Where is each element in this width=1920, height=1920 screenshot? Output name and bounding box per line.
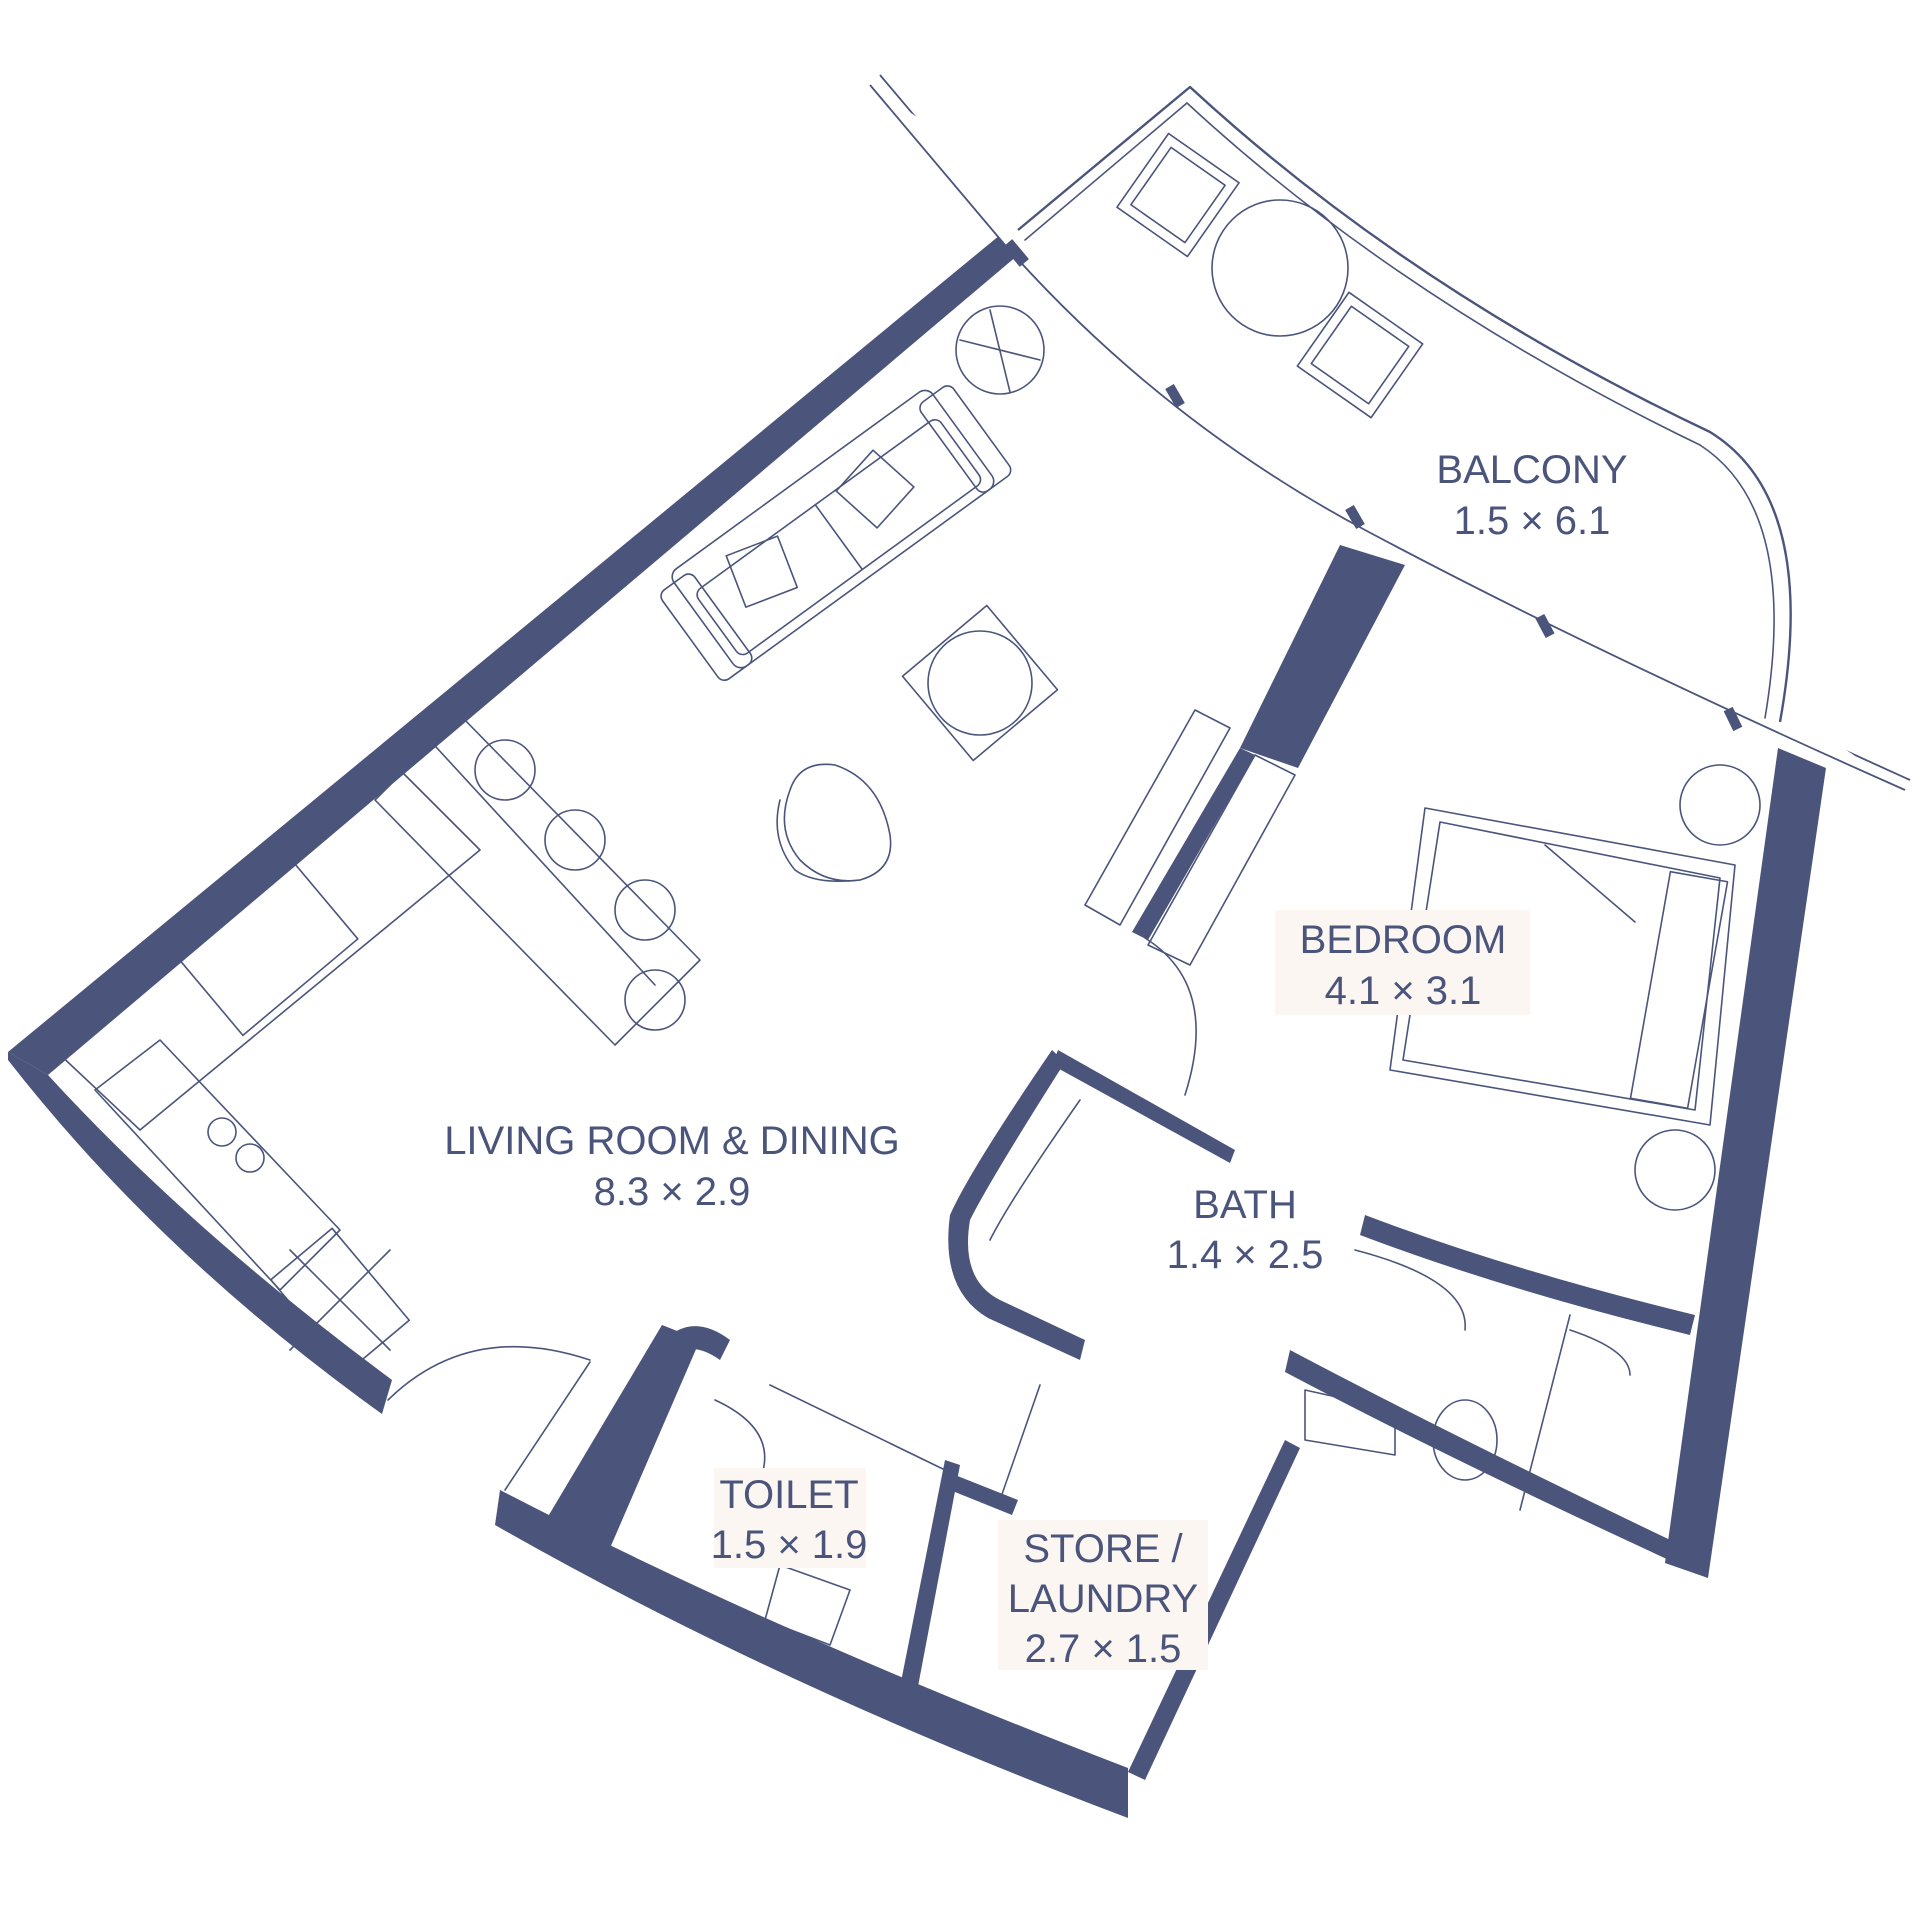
wall-bedroom-partition-low [1132, 748, 1255, 940]
wardrobe [1147, 754, 1296, 966]
mullion [1535, 613, 1555, 639]
wall-northwest [8, 235, 1018, 1075]
stool [474, 739, 536, 801]
stool [624, 969, 686, 1031]
bath-partition [1519, 1314, 1571, 1511]
kitchen-counter [54, 769, 481, 1131]
mullion [1003, 239, 1029, 267]
bedroom-label: BEDROOM [1300, 918, 1507, 962]
balcony-dims: 1.5 × 6.1 [1454, 499, 1611, 543]
balcony-chair-2 [1296, 291, 1424, 419]
wall-bath-south [1285, 1350, 1708, 1578]
coffee-table [901, 604, 1059, 762]
balcony-label: BALCONY [1436, 448, 1627, 492]
stool [544, 809, 606, 871]
balcony-railing [1017, 85, 1792, 723]
toilet-bowl [1432, 1399, 1498, 1481]
store-label-bg [998, 1520, 1208, 1670]
bedroom-label-bg [1275, 910, 1530, 1015]
pillows [1629, 870, 1729, 1110]
wardrobe [1084, 709, 1231, 926]
balcony-glass-line-inner [869, 84, 1906, 791]
toilet-label-bg [714, 1468, 866, 1568]
wall-bath-north [1052, 1050, 1235, 1163]
mullion [1723, 706, 1743, 732]
entry-door-swing [387, 1345, 591, 1401]
toilet-dims: 1.5 × 1.9 [711, 1523, 868, 1567]
exterior-walls [8, 235, 1826, 1818]
wall-bath-bedroom [1360, 1215, 1695, 1335]
bedroom-door-swing [1144, 937, 1197, 1096]
stool [614, 879, 676, 941]
wall-bath-west [948, 1050, 1085, 1360]
wall-toilet-store [895, 1460, 960, 1718]
sink [171, 853, 359, 1037]
toilet-vanity [764, 1564, 851, 1646]
balcony-table [1211, 199, 1349, 337]
living-dims: 8.3 × 2.9 [594, 1170, 751, 1214]
store-label-2: LAUNDRY [1008, 1577, 1198, 1621]
balcony-chair-1 [1116, 132, 1240, 258]
balcony-furniture [1116, 132, 1424, 419]
fridge [269, 1227, 411, 1373]
toilet-label: TOILET [719, 1473, 858, 1517]
balcony-glass-line [879, 74, 1911, 781]
store-label: STORE / [1023, 1527, 1183, 1571]
vanity [1304, 1389, 1396, 1456]
wall-west [8, 1052, 392, 1414]
wall-store-east [1128, 1440, 1300, 1780]
wall-south [495, 1490, 1128, 1818]
nightstand [1634, 1129, 1716, 1211]
side-table [955, 305, 1045, 395]
wc-door-swing [1569, 1329, 1631, 1376]
mullion [1165, 383, 1185, 409]
bedroom-dims: 4.1 × 3.1 [1325, 969, 1482, 1013]
cooktop [94, 1039, 341, 1291]
wall-toilet-west [540, 1325, 700, 1555]
bedroom-furniture [1084, 709, 1761, 1211]
bath-door-swing [1354, 1249, 1466, 1331]
wall-toilet-top [660, 1326, 730, 1360]
store-door [999, 1384, 1041, 1501]
bath-label: BATH [1193, 1183, 1297, 1227]
glazing [869, 74, 1911, 791]
wall-store-jamb [950, 1475, 1018, 1515]
store-dims: 2.7 × 1.5 [1025, 1627, 1182, 1671]
toilet-window [769, 1384, 946, 1471]
shower-screen [989, 1099, 1081, 1241]
balcony-railing-inner [1024, 102, 1775, 719]
sofa [660, 385, 1012, 682]
mullion [1345, 504, 1365, 530]
bath-dims: 1.4 × 2.5 [1167, 1233, 1324, 1277]
wall-bedroom-partition [1240, 545, 1405, 768]
entry-door [504, 1361, 591, 1491]
living-label: LIVING ROOM & DINING [444, 1119, 900, 1163]
armchair [783, 763, 892, 882]
wall-east [1665, 748, 1826, 1578]
nightstand [1679, 764, 1761, 846]
kitchen-island [374, 714, 701, 1046]
living-furniture [54, 305, 1059, 1491]
